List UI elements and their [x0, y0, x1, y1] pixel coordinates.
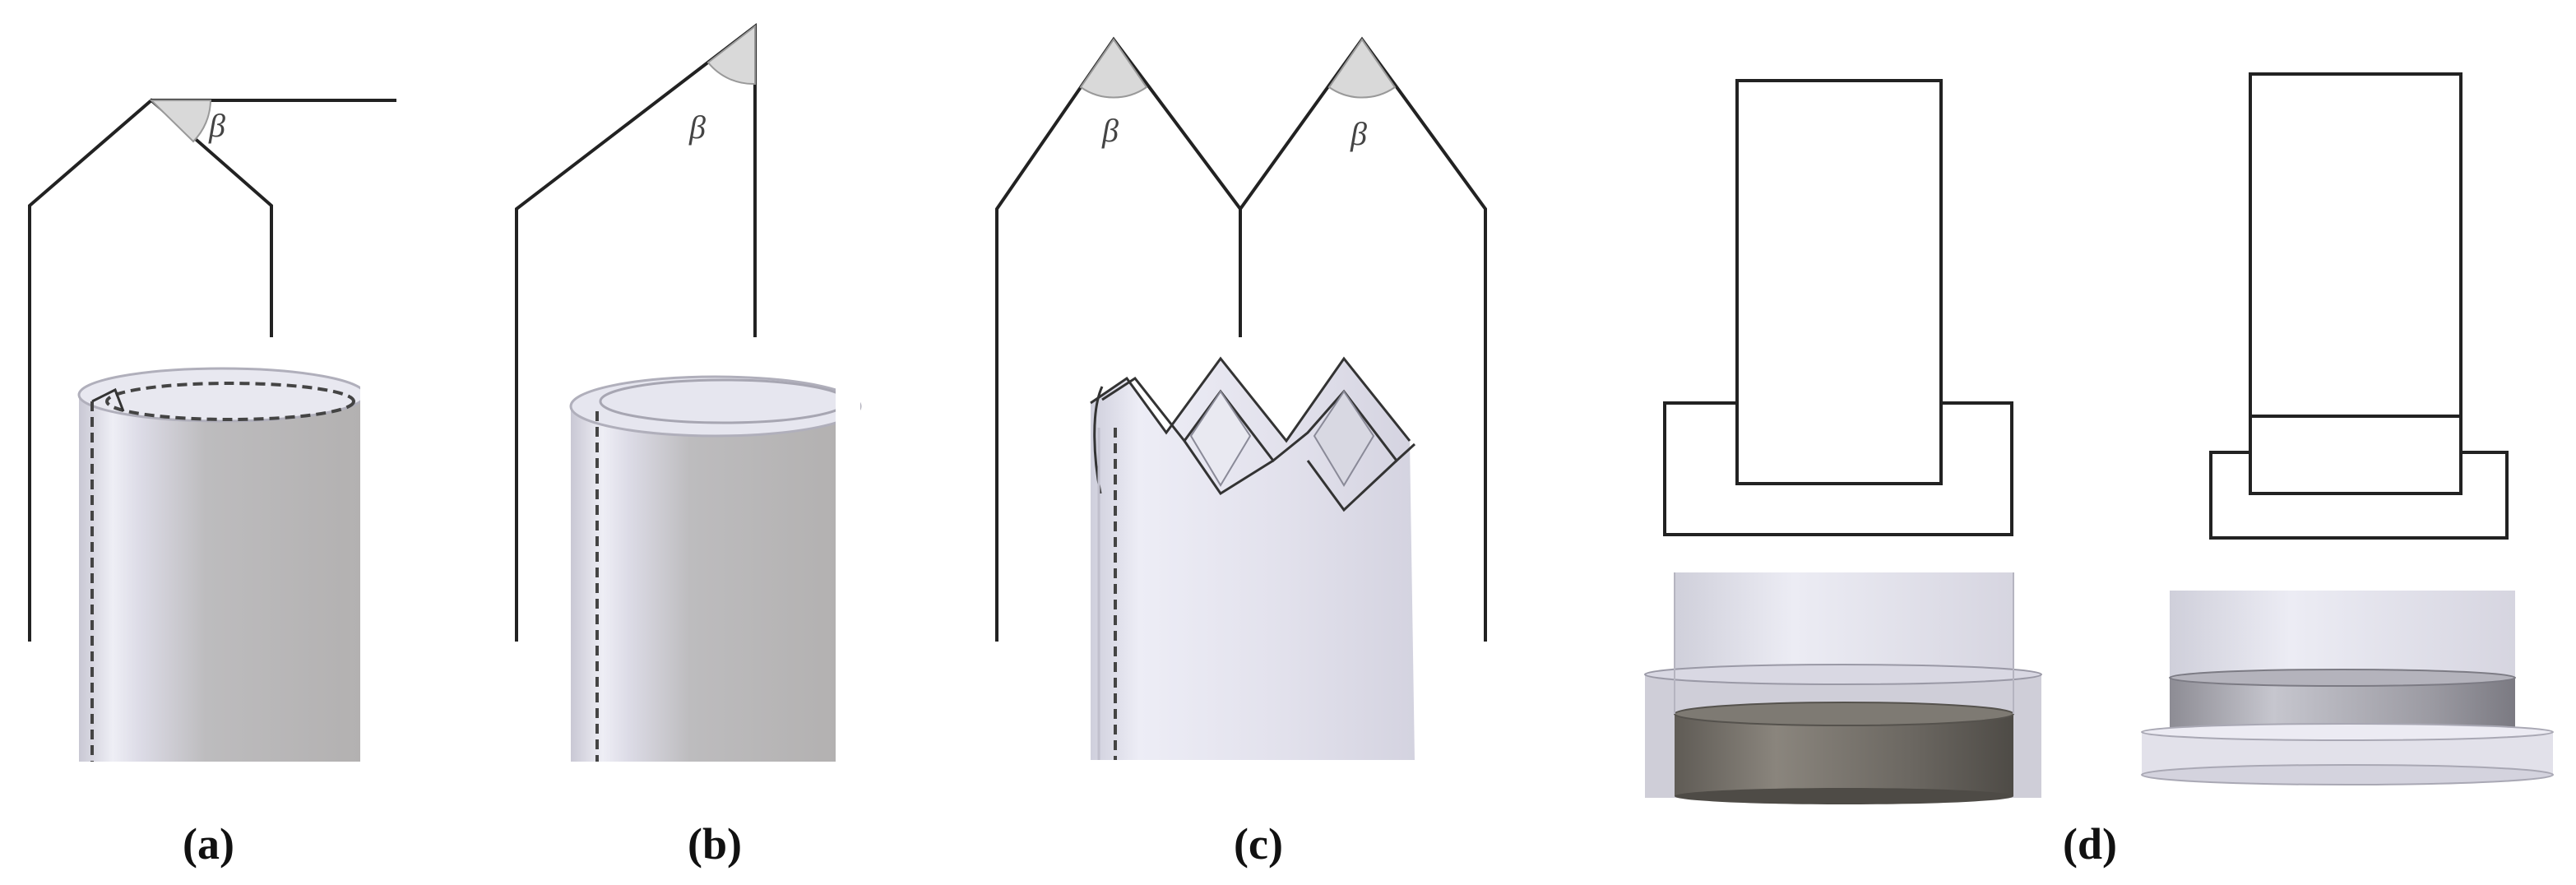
panel-d-left-render	[1644, 572, 2042, 804]
panel-c-tube-render	[1069, 341, 1418, 760]
panel-b-tube-render	[569, 362, 862, 773]
panel-b-angle-label: β	[688, 109, 706, 146]
panel-c-angle-label-left: β	[1101, 112, 1119, 149]
panel-d	[1644, 72, 2554, 804]
caption-c: (c)	[1234, 819, 1283, 869]
caption-b: (b)	[688, 819, 742, 869]
caption-d: (d)	[2063, 819, 2117, 869]
panel-c: β β	[995, 36, 1487, 760]
panel-d-left-schematic	[1663, 79, 2013, 536]
panel-c-angle-wedge-right	[1327, 38, 1397, 99]
panel-a-angle-label: β	[208, 107, 225, 144]
panel-b: β	[515, 22, 862, 773]
caption-a: (a)	[183, 819, 234, 869]
panel-a-angle-wedge	[149, 100, 212, 143]
panel-c-angle-label-right: β	[1350, 115, 1367, 152]
panel-b-angle-wedge	[707, 24, 756, 86]
panel-d-right-render	[2141, 591, 2554, 785]
panel-b-outline	[515, 22, 757, 642]
panel-c-angle-wedge-left	[1079, 38, 1148, 99]
panel-a: β	[28, 98, 396, 773]
panel-a-tube-render	[77, 362, 377, 773]
panel-d-right-schematic	[2209, 72, 2509, 540]
